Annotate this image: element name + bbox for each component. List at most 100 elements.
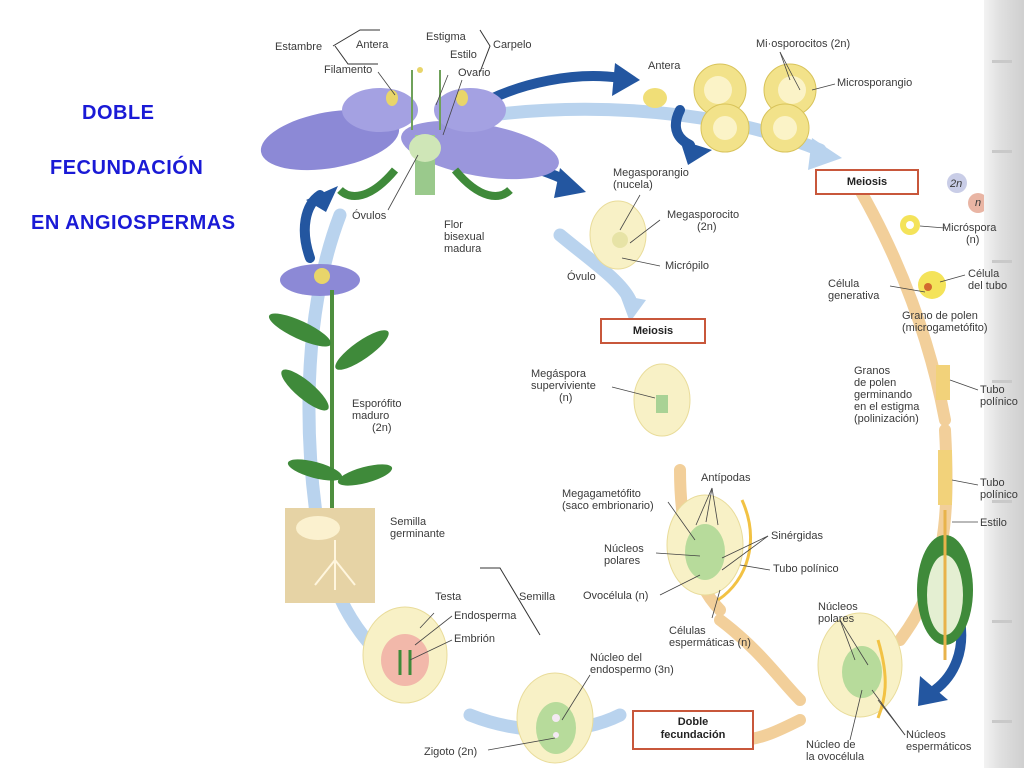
label-ploidy-2n: 2n — [950, 178, 963, 190]
big-arrowhead — [306, 186, 338, 212]
label-antipodas: Antípodas — [701, 472, 751, 484]
label-nucleos-espermaticos-line-2: espermáticos — [906, 741, 972, 753]
label-megasporocito-line-2: (2n) — [697, 221, 717, 233]
label-semilla-germinante-line-2: germinante — [390, 528, 446, 540]
label-zigoto: Zigoto (2n) — [424, 746, 478, 758]
label-granos-polen: Granos de polen germinando en el estigma… — [854, 365, 919, 425]
label-megasporocito-line-1: Megasporocito — [667, 209, 740, 221]
label-estigma: Estigma — [426, 31, 466, 43]
label-semilla-germinante: Semilla germinante — [390, 516, 445, 540]
label-ploidy-n: n — [975, 197, 982, 209]
label-tubo-polinico-a-line-1: Tubo — [980, 384, 1005, 396]
label-esporofito-line-1: Esporófito — [352, 398, 402, 410]
label-ovario: Ovario — [458, 67, 491, 79]
label-megaspora-line-3: (n) — [559, 392, 573, 404]
label-celulas-espermaticas-line-2: espermáticas (n) — [669, 637, 751, 649]
label-tubo-polinico-b-line-1: Tubo — [980, 477, 1005, 489]
label-celulas-espermaticas-line-1: Células — [669, 625, 706, 637]
label-embrion: Embrión — [454, 633, 495, 645]
label-microsporangio: Microsporangio — [837, 77, 913, 89]
pollen-stages — [900, 215, 973, 660]
label-granos-line-1: Granos — [854, 365, 891, 377]
label-nucleos-polares-a-line-2: polares — [604, 555, 641, 567]
label-nucleo-endospermo: Núcleo del endospermo (3n) — [590, 652, 674, 676]
label-nucleos-polares-b-line-1: Núcleos — [818, 601, 858, 613]
label-ovulos: Óvulos — [352, 210, 387, 222]
label-testa: Testa — [435, 591, 462, 603]
cycle-arrowhead — [808, 138, 842, 170]
label-ovocelula: Ovocélula (n) — [583, 590, 649, 602]
label-tubo-polinico-b: Tubo polínico — [980, 477, 1018, 501]
label-microspora: Micróspora (n) — [942, 222, 996, 246]
label-tubo-polinico-a-line-2: polínico — [980, 396, 1018, 408]
label-nucleos-espermaticos: Núcleos espermáticos — [906, 729, 971, 753]
label-grano-polen-line-1: Grano de polen — [902, 310, 978, 322]
label-nucleo-ovocelula-line-2: la ovocélula — [806, 751, 865, 763]
label-antera: Antera — [648, 60, 681, 72]
label-sinergidas: Sinérgidas — [771, 530, 823, 542]
label-nucleos-polares-a: Núcleos polares — [604, 543, 644, 567]
cycle-arrowhead — [620, 295, 646, 322]
label-megasporangio: Megasporangio (nucela) — [613, 167, 689, 191]
label-micropilo: Micrópilo — [665, 260, 710, 272]
label-celula-generativa-line-2: generativa — [828, 290, 880, 302]
label-tubo-polinico-c: Tubo polínico — [773, 563, 839, 575]
label-microspora-line-2: (n) — [966, 234, 980, 246]
title-line-2: FECUNDACIÓN — [50, 157, 204, 179]
label-estilo-flor: Estilo — [450, 49, 477, 61]
page-edge — [984, 0, 1024, 768]
meiosis-male-box: Meiosis — [815, 169, 919, 195]
label-flor-line-1: Flor — [444, 219, 463, 231]
label-flor-line-2: bisexual — [444, 231, 485, 243]
label-tubo-polinico-a: Tubo polínico — [980, 384, 1018, 408]
label-celula-tubo: Célula del tubo — [968, 268, 1007, 292]
label-esporofito: Esporófito maduro (2n) — [352, 398, 402, 434]
title-line-1: DOBLE — [82, 102, 155, 124]
label-megagametofito-line-2: (saco embrionario) — [562, 500, 654, 512]
label-grano-polen: Grano de polen (microgametófito) — [902, 310, 988, 334]
leader-lines — [377, 51, 979, 751]
pollen-tubes — [717, 499, 887, 719]
label-megaspora-line-1: Megáspora — [531, 368, 587, 380]
label-tubo-polinico-b-line-2: polínico — [980, 489, 1018, 501]
big-arrowhead — [554, 168, 586, 198]
big-arrowhead — [918, 676, 948, 706]
label-granos-line-4: en el estigma — [854, 401, 920, 413]
label-nucleos-polares-a-line-1: Núcleos — [604, 543, 644, 555]
label-nucleo-ovocelula-line-1: Núcleo de — [806, 739, 856, 751]
label-nucleos-polares-b-line-2: polares — [818, 613, 855, 625]
label-esporofito-line-3: (2n) — [372, 422, 392, 434]
big-arrowhead — [612, 63, 640, 96]
ploidy-n-badge — [968, 193, 988, 213]
ploidy-2n-badge — [947, 173, 967, 193]
label-megagametofito: Megagametófito (saco embrionario) — [562, 488, 654, 512]
label-megaspora-line-2: superviviente — [531, 380, 596, 392]
title-line-3: EN ANGIOSPERMAS — [31, 212, 236, 234]
label-celula-tubo-line-2: del tubo — [968, 280, 1008, 292]
doble-fecundacion-line-1: Doble — [677, 716, 709, 728]
big-arrowhead — [680, 140, 712, 165]
label-celula-generativa: Célula generativa — [828, 278, 879, 302]
label-estilo: Estilo — [980, 517, 1007, 529]
label-celula-generativa-line-1: Célula — [828, 278, 860, 290]
label-megasporangio-line-1: Megasporangio — [613, 167, 689, 179]
flower-illustration — [260, 67, 559, 200]
label-microsporocitos: Mi·osporocitos (2n) — [756, 38, 851, 50]
label-microspora-line-1: Micróspora — [942, 222, 997, 234]
label-megaspora: Megáspora superviviente (n) — [531, 368, 596, 404]
label-estambre: Estambre — [275, 41, 323, 53]
label-nucleos-polares-b: Núcleos polares — [818, 601, 858, 625]
label-megasporocito: Megasporocito (2n) — [667, 209, 739, 233]
label-semilla: Semilla — [519, 591, 556, 603]
sporophyte-plant — [268, 264, 393, 603]
label-flor: Flor bisexual madura — [444, 219, 484, 255]
label-esporofito-line-2: maduro — [352, 410, 390, 422]
label-endosperma: Endosperma — [454, 610, 517, 622]
label-celula-tubo-line-1: Célula — [968, 268, 1000, 280]
label-brackets — [332, 29, 541, 636]
label-antera-flor: Antera — [356, 39, 389, 51]
label-filamento: Filamento — [324, 64, 373, 76]
label-carpelo: Carpelo — [493, 39, 532, 51]
